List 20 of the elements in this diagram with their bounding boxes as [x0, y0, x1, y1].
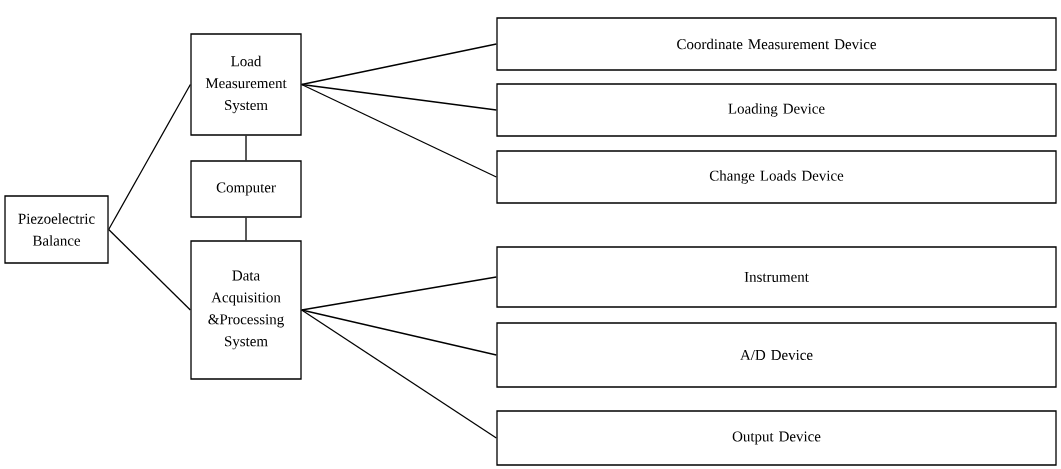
device-box: Change Loads Device [496, 150, 1057, 204]
device-box: A/D Device [496, 322, 1057, 388]
device-box: Instrument [496, 246, 1057, 308]
connector-line [301, 309, 497, 439]
connector-line [245, 217, 247, 241]
device-box: Coordinate Measurement Device [496, 17, 1057, 71]
system-box: Computer [190, 160, 302, 218]
connector-line [301, 83, 497, 178]
connector-line [301, 83, 497, 111]
connector-line [245, 135, 247, 161]
connector-line [301, 276, 497, 311]
device-box: Output Device [496, 410, 1057, 466]
system-box: Load Measurement System [190, 33, 302, 136]
connector-line [108, 228, 191, 311]
root-box: Piezoelectric Balance [4, 195, 109, 264]
device-box: Loading Device [496, 83, 1057, 137]
system-box: Data Acquisition &Processing System [190, 240, 302, 380]
connector-line [301, 309, 497, 356]
connector-line [108, 83, 191, 231]
connector-line [301, 43, 497, 86]
